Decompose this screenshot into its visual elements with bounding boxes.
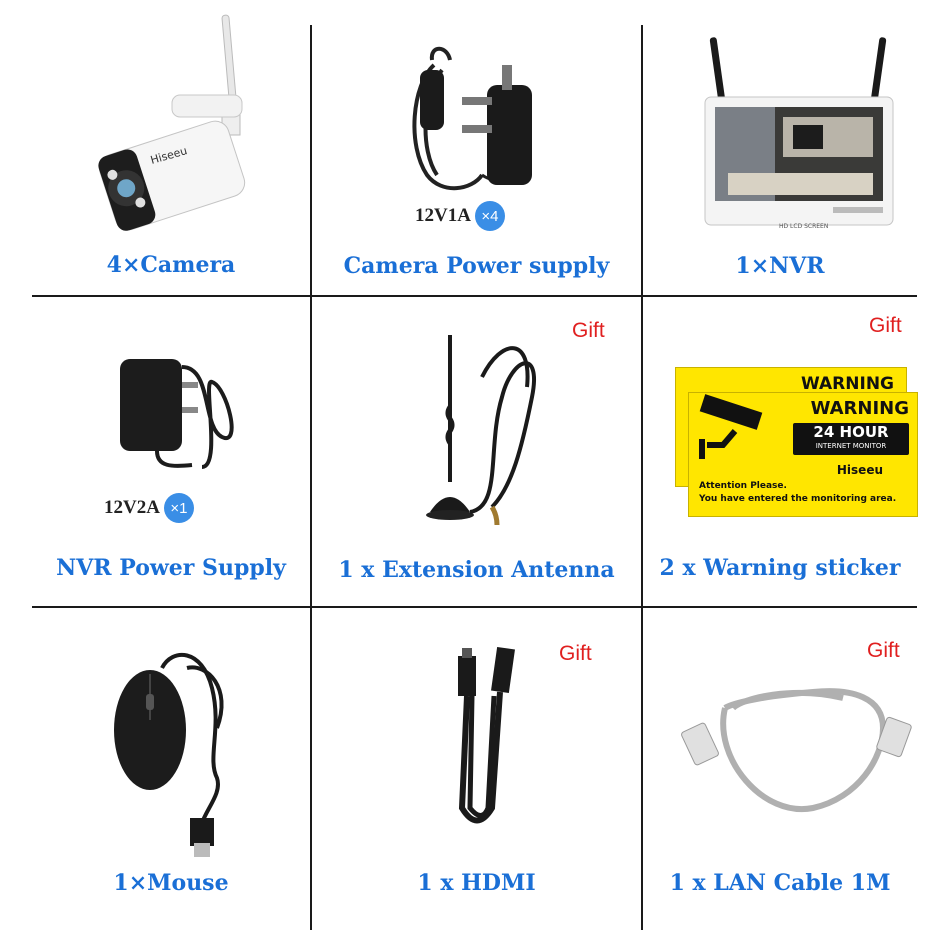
grid-divider-horizontal-1 — [32, 295, 917, 297]
sticker-hours: 24 HOUR — [813, 423, 889, 441]
grid-divider-vertical-2 — [641, 25, 643, 930]
sticker-back-title: WARNING — [801, 374, 894, 394]
power-adapter-uk-icon — [412, 46, 532, 191]
caption-hdmi: 1 x HDMI — [417, 870, 536, 896]
cctv-camera-icon — [699, 394, 763, 459]
gift-label: Gift — [559, 642, 592, 665]
gift-label: Gift — [572, 319, 605, 342]
cell-lan-cable: Gift 1 x LAN Cable 1M — [643, 608, 917, 930]
mouse-icon — [114, 652, 224, 857]
antenna-icon — [426, 335, 536, 526]
bullet-camera-icon — [98, 14, 246, 231]
gift-label: Gift — [869, 314, 902, 337]
camera-psu-spec: 12V1A ×4 — [415, 201, 505, 231]
nvr-screen-label: HD LCD SCREEN — [779, 223, 829, 230]
quantity-badge: ×4 — [474, 201, 505, 231]
nvr-monitor-icon — [704, 37, 894, 226]
caption-warning-sticker: 2 x Warning sticker — [659, 555, 901, 581]
power-adapter-eu-icon — [120, 359, 234, 469]
sticker-line1: Attention Please. — [699, 481, 787, 491]
sticker-title: WARNING — [810, 398, 909, 419]
caption-camera-power-supply: Camera Power supply — [343, 253, 610, 279]
caption-lan-cable: 1 x LAN Cable 1M — [669, 870, 891, 896]
sticker-hours-box: 24 HOUR INTERNET MONITOR — [793, 423, 909, 455]
grid-divider-vertical-1 — [310, 25, 312, 930]
sticker-brand: Hiseeu — [836, 463, 883, 477]
quantity-badge: ×1 — [163, 493, 194, 523]
caption-extension-antenna: 1 x Extension Antenna — [338, 557, 615, 583]
cell-nvr-power-supply: 12V2A ×1 NVR Power Supply — [32, 297, 310, 606]
sticker-monitor: INTERNET MONITOR — [815, 442, 887, 450]
warning-sticker-front: WARNING 24 HOUR INTERNET MONITOR Hiseeu … — [688, 392, 918, 517]
nvr-psu-spec: 12V2A ×1 — [104, 493, 194, 523]
grid-divider-horizontal-2 — [32, 606, 917, 608]
cell-camera-power-supply: 12V1A ×4 Camera Power supply — [312, 25, 641, 295]
lan-cable-icon — [681, 688, 912, 813]
cell-warning-sticker: Gift WARNING WARNING 24 HOUR INTERNET MO… — [643, 297, 918, 606]
caption-mouse: 1×Mouse — [113, 870, 229, 896]
sticker-line2: You have entered the monitoring area. — [699, 494, 897, 504]
camera-psu-voltage: 12V1A — [415, 205, 471, 226]
hdmi-cable-icon — [458, 646, 515, 824]
cell-extension-antenna: Gift 1 x Extension Antenna — [312, 297, 641, 606]
cell-camera: Hiseeu 4×Camera — [32, 14, 310, 295]
cell-nvr: HD LCD SCREEN 1×NVR — [643, 25, 917, 295]
cell-hdmi: Gift 1 x HDMI — [312, 608, 641, 930]
nvr-psu-voltage: 12V2A — [104, 497, 160, 518]
caption-nvr: 1×NVR — [735, 253, 825, 279]
caption-nvr-power-supply: NVR Power Supply — [56, 555, 286, 581]
cell-mouse: 1×Mouse — [32, 608, 310, 930]
gift-label: Gift — [867, 639, 900, 662]
caption-camera: 4×Camera — [106, 252, 236, 278]
